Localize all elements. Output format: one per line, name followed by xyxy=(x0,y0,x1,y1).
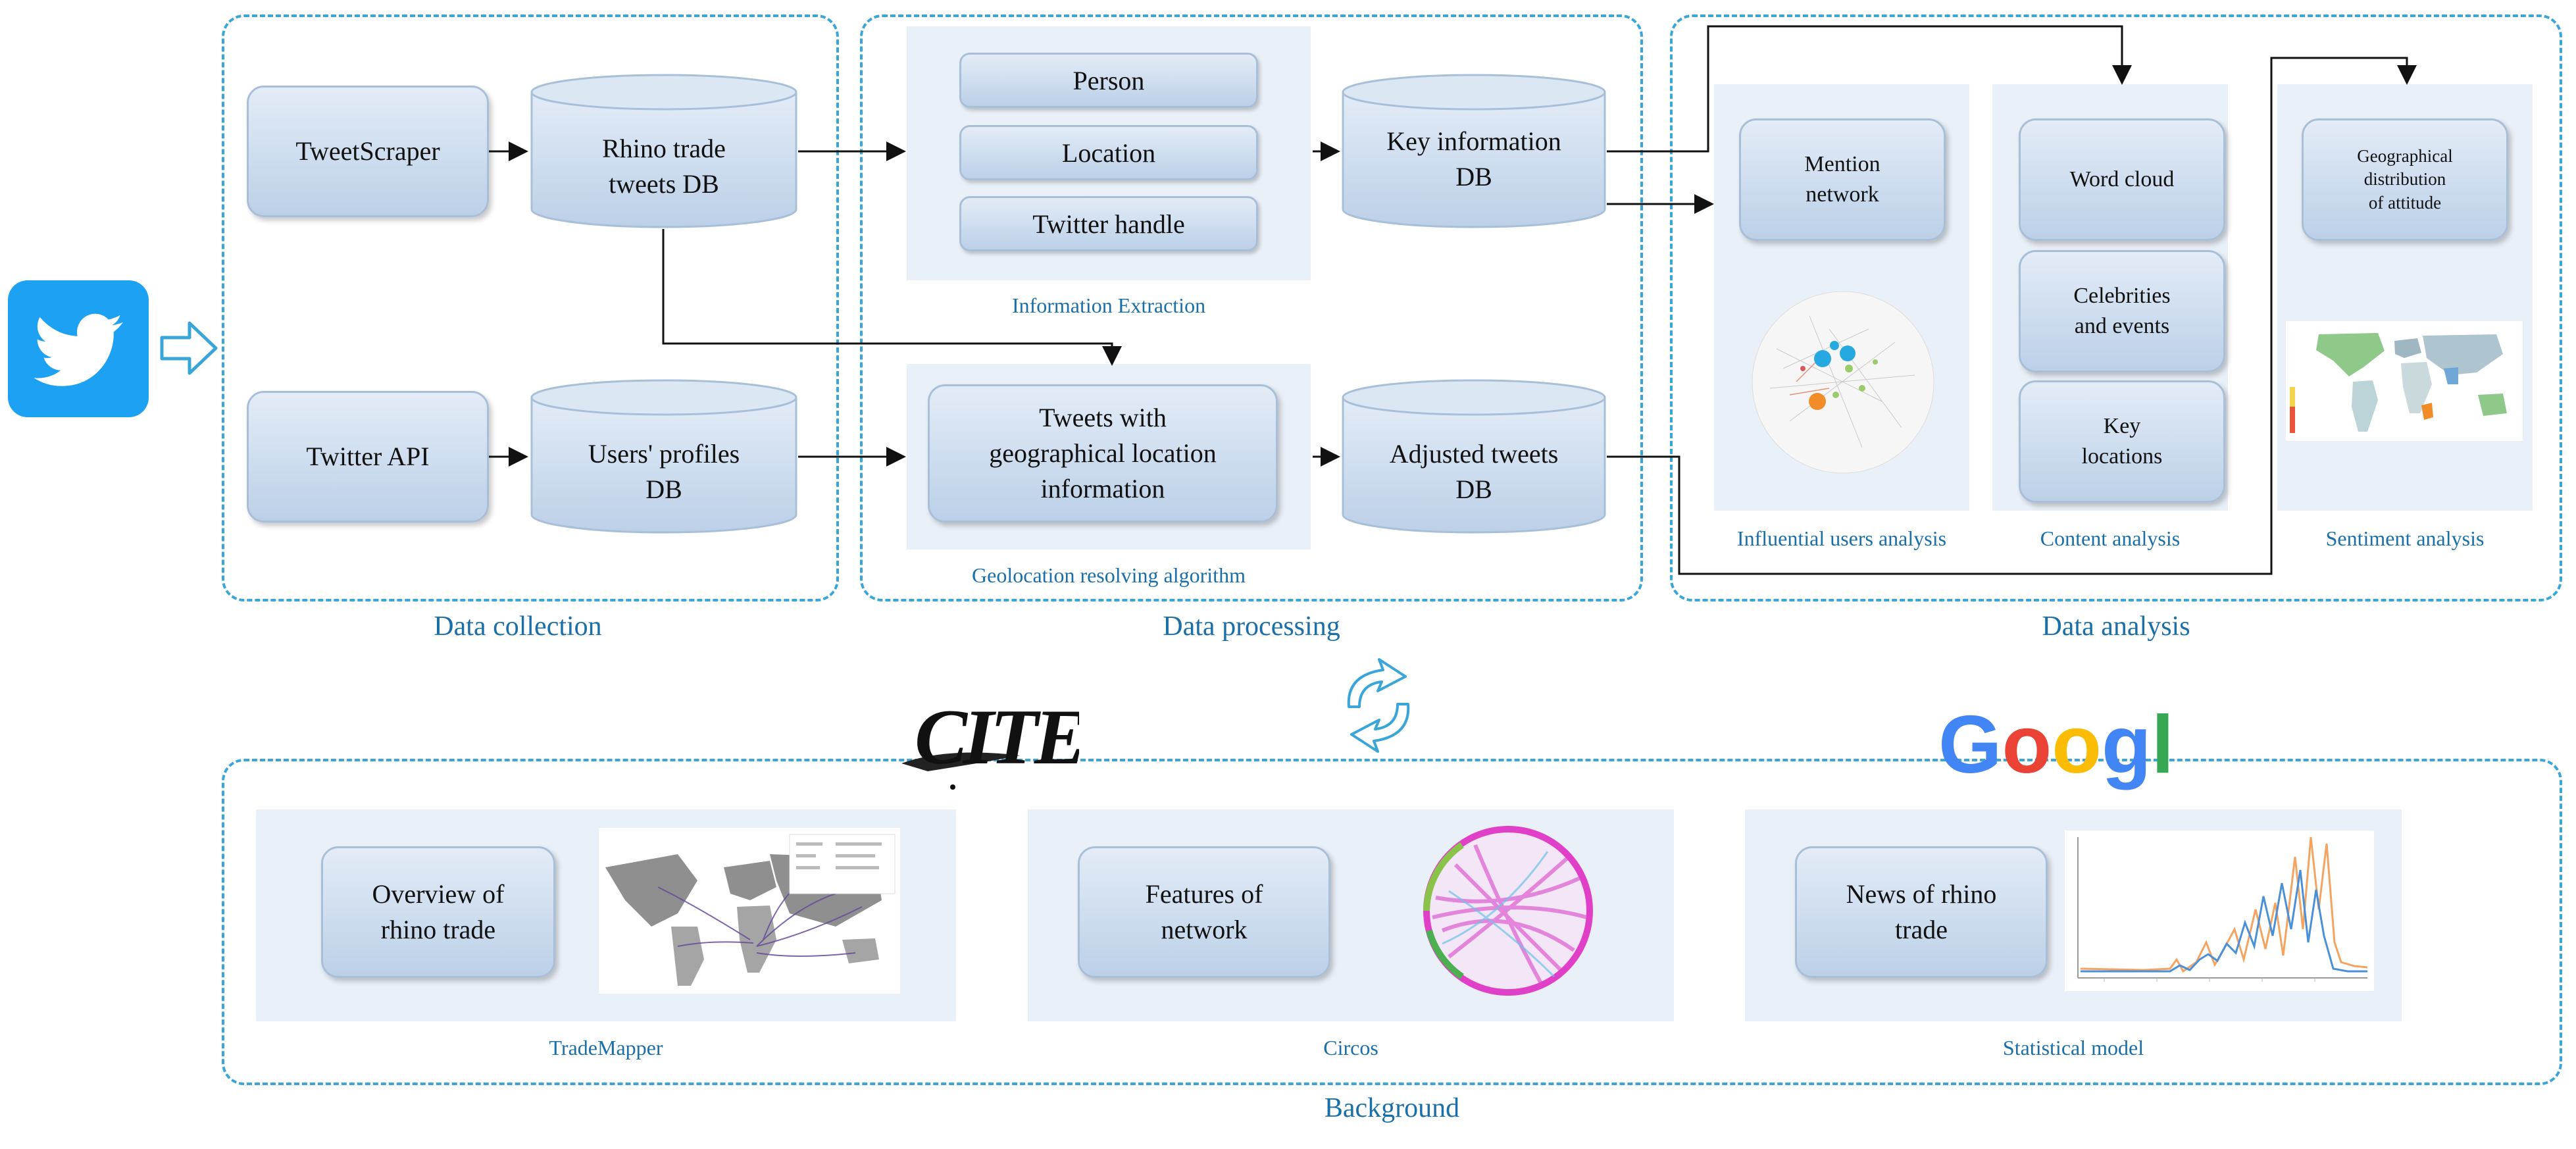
arrow-key-db-to-content-analysis xyxy=(1607,25,2132,153)
features-of-network-box: Features of network xyxy=(1078,846,1330,978)
twitter-api-box: Twitter API xyxy=(247,391,489,523)
overview-rhino-trade-box: Overview of rhino trade xyxy=(321,846,555,978)
data-processing-section xyxy=(860,14,1643,601)
refresh-arrows-icon xyxy=(1336,657,1421,754)
rhino-trade-tweets-db: Rhino trade tweets DB xyxy=(530,74,798,229)
data-analysis-label: Data analysis xyxy=(2042,611,2190,642)
network-graph-thumbnail xyxy=(1750,290,1936,475)
mention-network-box: Mention network xyxy=(1739,118,1946,241)
news-rhino-trade-box: News of rhino trade xyxy=(1795,846,2048,978)
key-locations-box: Key locations xyxy=(2019,380,2225,503)
data-processing-label: Data processing xyxy=(1163,611,1340,642)
key-information-db: Key information DB xyxy=(1341,74,1607,229)
adjusted-tweets-db: Adjusted tweets DB xyxy=(1341,379,1607,534)
statistical-model-caption: Statistical model xyxy=(2002,1036,2144,1060)
tweetscraper-box: TweetScraper xyxy=(247,86,489,217)
arrow-adjusted-db-to-sentiment xyxy=(1607,57,2417,575)
google-letter: G xyxy=(1938,700,2002,790)
background-section xyxy=(222,759,2562,1085)
twitter-bird-icon xyxy=(8,280,149,417)
time-series-chart-thumbnail xyxy=(2065,830,2374,991)
celebrities-events-box: Celebrities and events xyxy=(2019,250,2225,372)
circos-plot-thumbnail xyxy=(1409,825,1607,996)
word-cloud-box: Word cloud xyxy=(2019,118,2225,241)
extraction-item-person: Person xyxy=(959,53,1258,108)
data-collection-label: Data collection xyxy=(434,611,602,642)
information-extraction-caption: Information Extraction xyxy=(1011,294,1206,317)
sentiment-analysis-caption: Sentiment analysis xyxy=(2325,526,2485,550)
db-label: Users' profiles DB xyxy=(588,439,740,504)
geolocation-caption: Geolocation resolving algorithm xyxy=(972,563,1246,587)
data-collection-section xyxy=(222,14,839,601)
geographical-distribution-box: Geographical distribution of attitude xyxy=(2302,118,2508,241)
geolocation-tweets-box: Tweets with geographical location inform… xyxy=(928,384,1278,523)
google-letter: l xyxy=(2152,700,2174,790)
users-profiles-db: Users' profiles DB xyxy=(530,379,798,534)
google-letter: g xyxy=(2102,700,2152,790)
background-label: Background xyxy=(1324,1093,1460,1123)
arrow-rhino-db-to-geolocation xyxy=(662,229,1122,366)
db-label: Adjusted tweets DB xyxy=(1389,439,1559,504)
db-label: Rhino trade tweets DB xyxy=(602,134,726,199)
extraction-item-twitter-handle: Twitter handle xyxy=(959,196,1258,251)
trademapper-map-thumbnail xyxy=(599,828,900,994)
db-label: Key information DB xyxy=(1386,126,1561,192)
content-analysis-caption: Content analysis xyxy=(2040,526,2181,550)
google-letter: o xyxy=(2002,700,2052,790)
trademapper-caption: TradeMapper xyxy=(549,1036,663,1060)
world-map-thumbnail xyxy=(2286,321,2523,441)
extraction-item-location: Location xyxy=(959,125,1258,180)
google-letter: o xyxy=(2052,700,2102,790)
hollow-arrow-right-icon xyxy=(159,318,220,378)
influential-users-caption: Influential users analysis xyxy=(1736,526,1947,550)
circos-caption: Circos xyxy=(1323,1036,1378,1060)
data-analysis-section xyxy=(1670,14,2562,601)
